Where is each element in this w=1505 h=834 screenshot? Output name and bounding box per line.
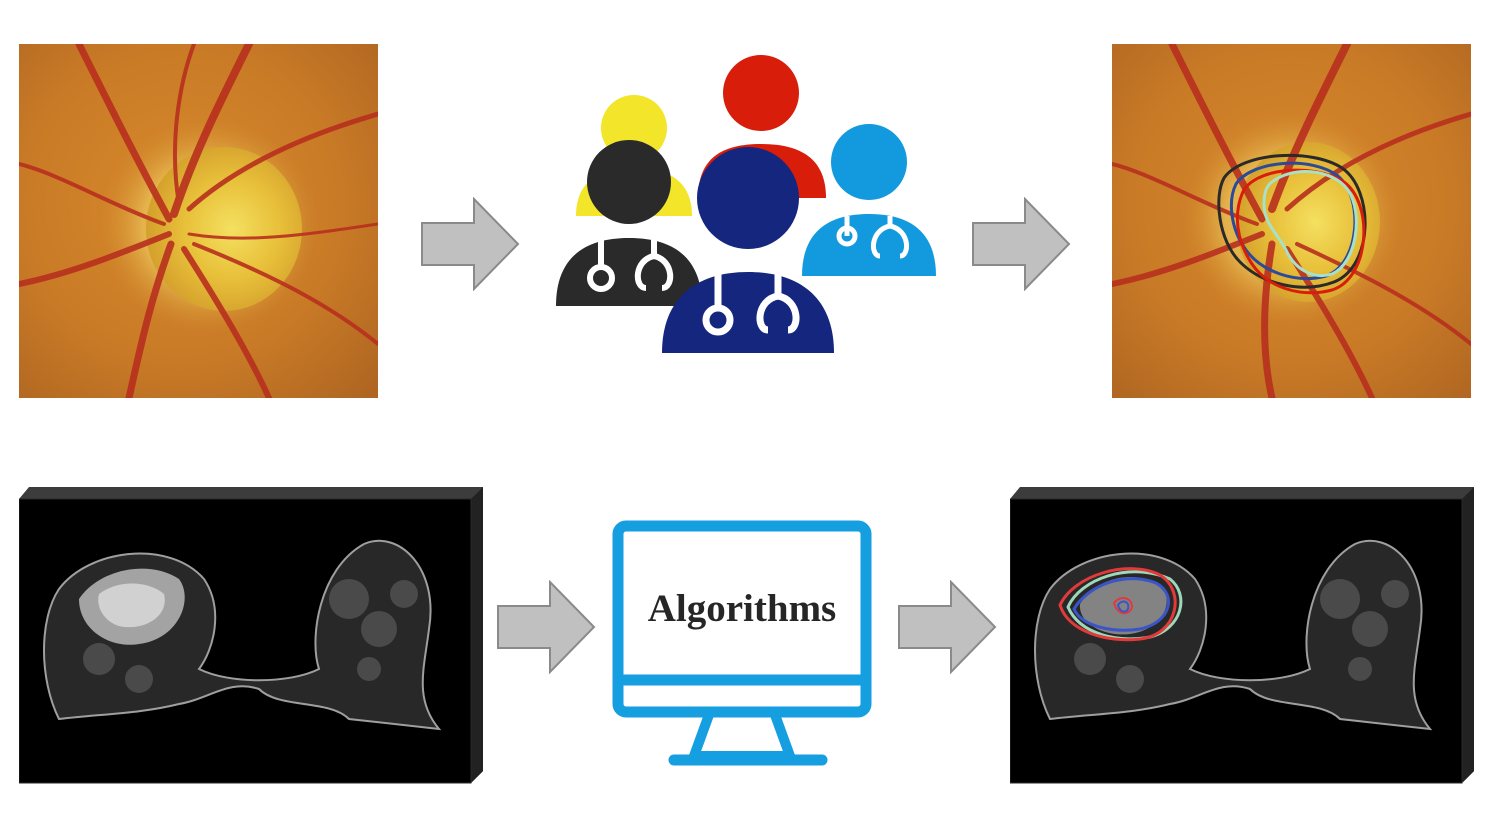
doctor-icon	[556, 140, 702, 306]
annotators-group	[550, 50, 950, 360]
algorithm-monitor: Algorithms	[612, 520, 872, 770]
contour-blue-inner	[1116, 600, 1130, 613]
monitor-icon	[612, 520, 872, 766]
flow-arrow	[971, 197, 1071, 291]
flow-arrow	[420, 197, 520, 291]
fundus-output-image	[1112, 44, 1471, 398]
algorithms-label: Algorithms	[647, 587, 837, 630]
contour-red	[1058, 567, 1177, 642]
contour-blue	[1072, 577, 1171, 632]
contour-green	[1066, 570, 1183, 641]
mri-output-volume	[1010, 487, 1476, 785]
fundus-input-image	[19, 44, 378, 398]
contour-red-inner	[1112, 597, 1134, 615]
doctor-icon	[662, 147, 834, 353]
mri-input-volume	[19, 487, 485, 785]
flow-arrow	[496, 580, 596, 674]
flow-arrow	[897, 580, 997, 674]
contour-black	[1217, 153, 1367, 289]
contour-green	[1262, 170, 1358, 277]
doctor-icon	[802, 124, 936, 276]
